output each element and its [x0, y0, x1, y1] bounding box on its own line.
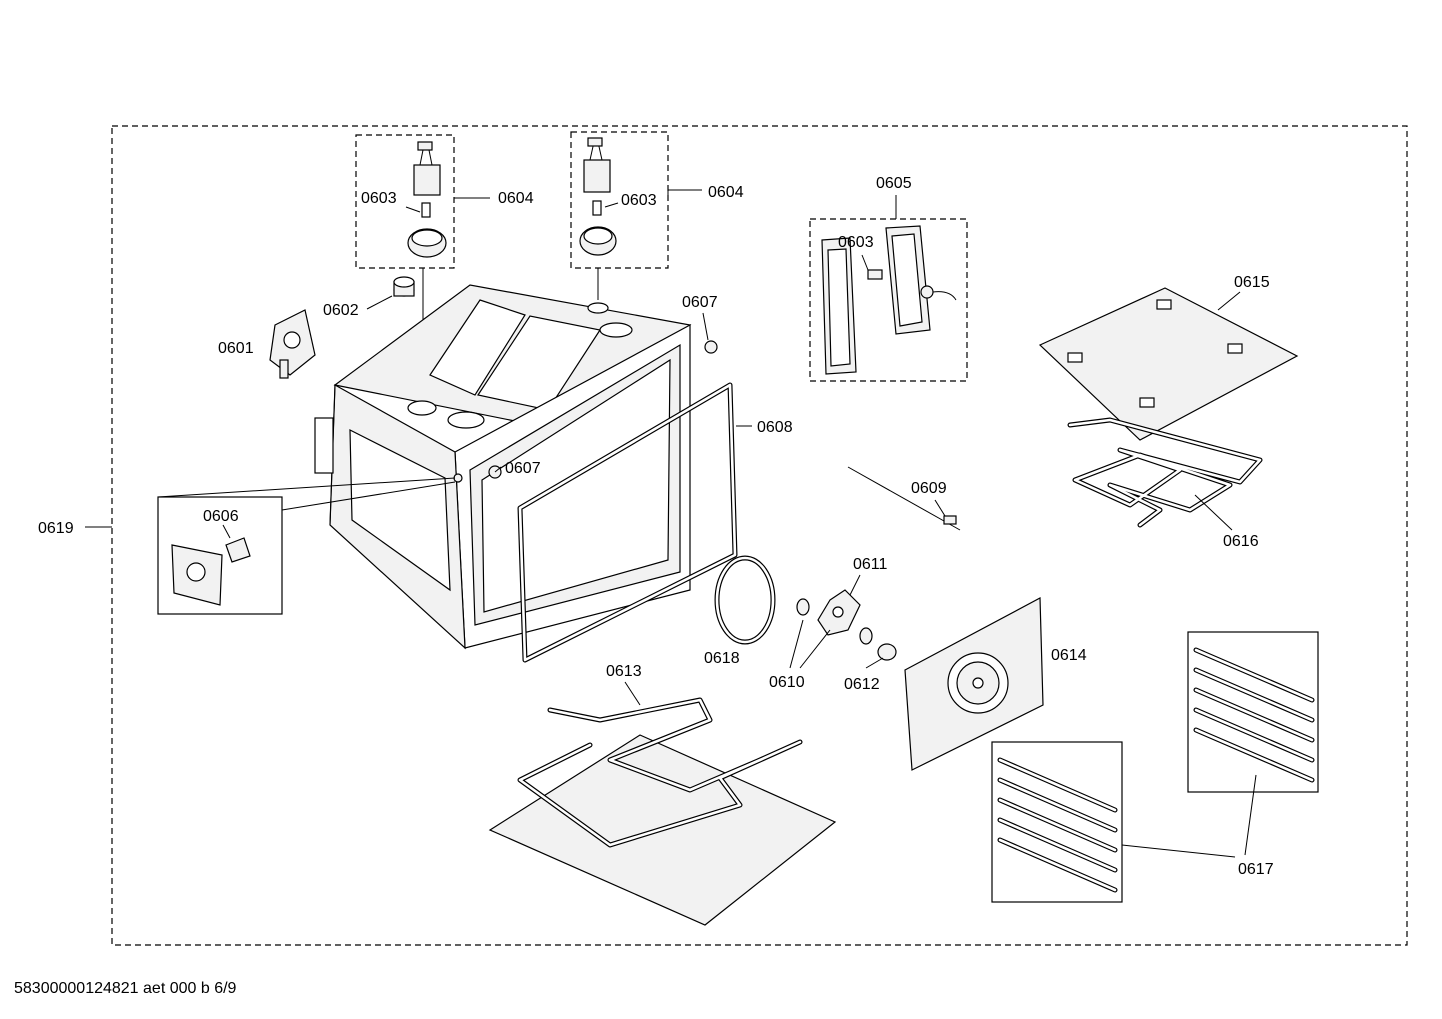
- motor-bracket-part: [269, 309, 316, 379]
- label-0603-left: 0603: [361, 190, 397, 207]
- top-heating-element: [1067, 417, 1263, 531]
- label-0609: 0609: [911, 480, 947, 497]
- sensor-rod-part: [847, 466, 961, 531]
- fan-assembly-parts: [789, 574, 897, 669]
- top-cover-panel: [1038, 287, 1299, 441]
- label-0610: 0610: [769, 674, 805, 691]
- label-0602: 0602: [323, 302, 359, 319]
- assembly-border: [111, 125, 1408, 946]
- label-0618: 0618: [704, 650, 740, 667]
- oven-cavity: [314, 284, 692, 650]
- label-0614: 0614: [1051, 647, 1087, 664]
- pin-part-upper: [704, 340, 718, 354]
- label-0613: 0613: [606, 663, 642, 680]
- side-lamp-assembly: [809, 195, 968, 382]
- bottom-heating-element: [488, 681, 837, 926]
- document-id-footer: 58300000124821 aet 000 b 6/9: [14, 980, 237, 997]
- lamp-socket-part: [366, 276, 415, 310]
- label-0612: 0612: [844, 676, 880, 693]
- rear-fan-cover: [904, 597, 1044, 771]
- label-0617: 0617: [1238, 861, 1274, 878]
- label-0604-right: 0604: [708, 184, 744, 201]
- label-0616: 0616: [1223, 533, 1259, 550]
- label-0619: 0619: [38, 520, 74, 537]
- label-0603-right: 0603: [621, 192, 657, 209]
- label-0606: 0606: [203, 508, 239, 525]
- fan-ring-part: [714, 555, 776, 645]
- rack-rail-left: [991, 741, 1123, 903]
- lamp-assembly-left: [355, 134, 490, 405]
- label-0615: 0615: [1234, 274, 1270, 291]
- label-0601: 0601: [218, 340, 254, 357]
- lamp-assembly-right: [570, 131, 702, 300]
- rack-rail-right: [1187, 631, 1319, 793]
- detail-inset-box: [157, 477, 456, 615]
- label-0607-lower: 0607: [505, 460, 541, 477]
- label-0605: 0605: [876, 175, 912, 192]
- label-0608: 0608: [757, 419, 793, 436]
- label-0603-side: 0603: [838, 234, 874, 251]
- label-0604-left: 0604: [498, 190, 534, 207]
- door-seal-part: [517, 382, 752, 663]
- label-0607-upper: 0607: [682, 294, 718, 311]
- label-0611: 0611: [853, 556, 888, 573]
